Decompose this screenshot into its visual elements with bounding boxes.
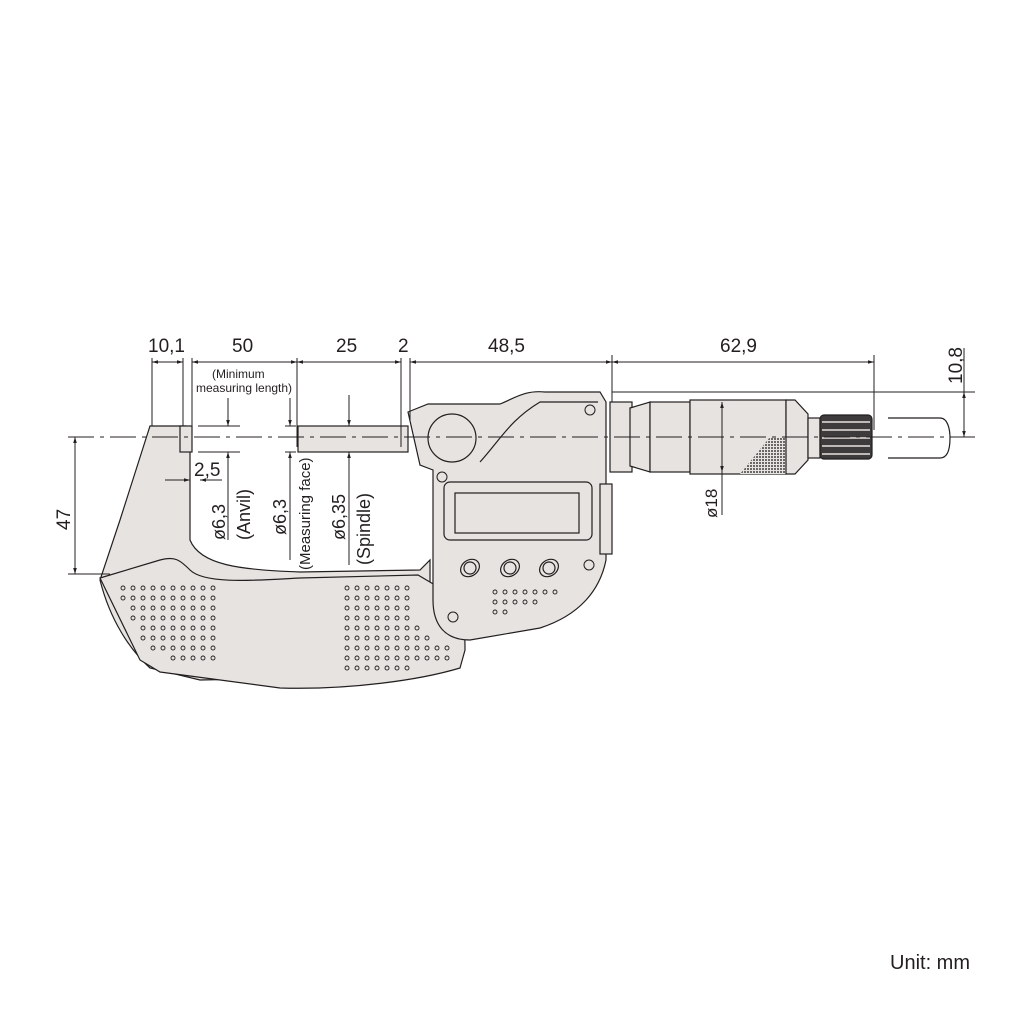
anvil-offset: 2,5 [194, 460, 220, 481]
anvil-diameter: ø6,3 [209, 504, 229, 540]
dim-25: 25 [336, 336, 357, 357]
dim-50: 50 [232, 336, 253, 357]
spindle-label: (Spindle) [354, 493, 374, 565]
anvil-label: (Anvil) [234, 489, 254, 540]
min-length-note-2: measuring length) [196, 381, 292, 395]
lock-clamp [427, 413, 477, 463]
dim-47: 47 [54, 509, 75, 530]
dim-2: 2 [398, 336, 409, 357]
side-button [599, 483, 613, 555]
spindle [297, 425, 409, 453]
dimension-lines [68, 348, 975, 575]
grip-dots [120, 585, 558, 671]
anvil [179, 425, 193, 453]
dim-10-8: 10,8 [946, 347, 967, 384]
dim-10-1: 10,1 [148, 336, 185, 357]
dim-62-9: 62,9 [720, 336, 757, 357]
screws [436, 404, 596, 623]
micrometer-body [99, 391, 951, 689]
unit-label: Unit: mm [890, 952, 970, 974]
dimension-labels: 10,1 50 25 2 48,5 62,9 10,8 47 (Minimum … [54, 336, 967, 570]
lcd-screen [454, 492, 580, 534]
dim-48-5: 48,5 [488, 336, 525, 357]
ratchet-neck [807, 417, 821, 459]
face-diameter: ø6,3 [270, 499, 290, 535]
spindle-diameter: ø6,35 [329, 494, 349, 540]
thimble-knurl [740, 437, 786, 474]
min-length-note-1: (Minimum [212, 367, 265, 381]
thimble-diameter: ø18 [702, 489, 721, 518]
face-label: (Measuring face) [297, 457, 314, 570]
lcd-buttons [460, 558, 559, 578]
ratchet-ghost [888, 417, 951, 459]
